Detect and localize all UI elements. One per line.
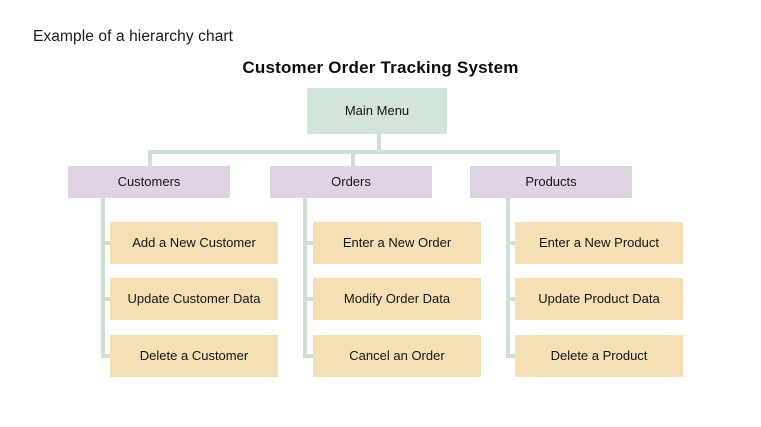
node-customers[interactable]: Customers: [68, 166, 230, 198]
connector-stub-products-1: [506, 241, 517, 245]
node-update-customer-data[interactable]: Update Customer Data: [110, 278, 278, 320]
chart-title: Customer Order Tracking System: [242, 58, 519, 77]
connector-stub-products-2: [506, 297, 517, 301]
connector-stub-products-3: [506, 354, 517, 358]
connector-root-stem: [377, 133, 381, 150]
node-modify-order-data[interactable]: Modify Order Data: [313, 278, 481, 320]
node-main-menu[interactable]: Main Menu: [307, 88, 447, 134]
connector-spine-orders: [303, 196, 307, 358]
page-caption: Example of a hierarchy chart: [33, 28, 234, 45]
connector-stub-customers-1: [101, 241, 112, 245]
connector-drop-customers: [148, 150, 152, 168]
node-add-a-new-customer[interactable]: Add a New Customer: [110, 222, 278, 264]
node-products[interactable]: Products: [470, 166, 632, 198]
connector-spine-products: [506, 196, 510, 358]
node-delete-a-customer[interactable]: Delete a Customer: [110, 335, 278, 377]
connector-spine-customers: [101, 196, 105, 358]
node-enter-a-new-order[interactable]: Enter a New Order: [313, 222, 481, 264]
connector-stub-orders-2: [303, 297, 315, 301]
node-orders[interactable]: Orders: [270, 166, 432, 198]
connector-stub-orders-3: [303, 354, 315, 358]
connector-drop-orders: [351, 150, 355, 168]
connector-drop-products: [556, 150, 560, 168]
node-delete-a-product[interactable]: Delete a Product: [515, 335, 683, 377]
connector-stub-orders-1: [303, 241, 315, 245]
node-cancel-an-order[interactable]: Cancel an Order: [313, 335, 481, 377]
node-update-product-data[interactable]: Update Product Data: [515, 278, 683, 320]
connector-stub-customers-3: [101, 354, 112, 358]
node-enter-a-new-product[interactable]: Enter a New Product: [515, 222, 683, 264]
connector-stub-customers-2: [101, 297, 112, 301]
